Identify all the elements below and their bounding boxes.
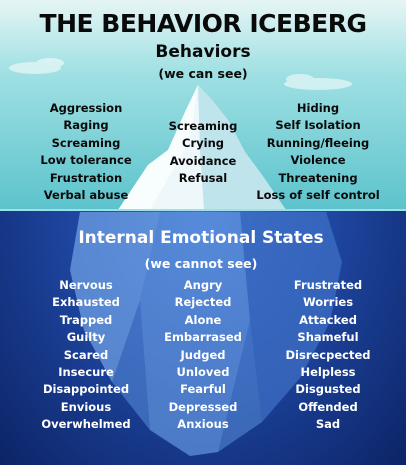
list-item: Embarrased xyxy=(164,330,242,345)
list-item: Offended xyxy=(298,399,358,414)
iceberg-tip-facet xyxy=(118,85,198,210)
list-item: Screaming xyxy=(51,135,121,150)
list-item: Anxious xyxy=(177,417,229,432)
iceberg-base-facet-center xyxy=(140,212,250,456)
list-item: Nervous xyxy=(59,278,113,292)
list-item: Avoidance xyxy=(169,153,237,168)
list-item: Hiding xyxy=(296,101,340,115)
list-item: Attacked xyxy=(299,312,357,327)
emotions-left-column: Nervous Exhausted Trapped Guilty Scared … xyxy=(41,277,130,434)
list-item: Disgusted xyxy=(295,382,361,397)
list-item: Low tolerance xyxy=(40,153,132,168)
list-item: Screaming xyxy=(168,119,238,133)
iceberg-base-body xyxy=(70,212,342,456)
list-item: Fearful xyxy=(180,382,226,397)
iceberg-tip-shade xyxy=(198,85,286,210)
list-item: Insecure xyxy=(58,365,114,380)
list-item: Depressed xyxy=(168,399,238,414)
list-item: Guilty xyxy=(66,330,106,345)
list-item: Rejected xyxy=(174,295,232,310)
cloud xyxy=(286,74,314,84)
emotional-states-heading: Internal Emotional States xyxy=(78,228,324,248)
list-item: Exhausted xyxy=(52,295,120,310)
list-item: Envious xyxy=(60,399,112,414)
list-item: Disappointed xyxy=(42,382,130,397)
list-item: Verbal abuse xyxy=(43,188,129,203)
list-item: Overwhelmed xyxy=(41,417,131,432)
list-item: Frustrated xyxy=(293,278,363,292)
list-item: Crying xyxy=(182,136,224,151)
list-item: Raging xyxy=(63,118,109,133)
list-item: Loss of self control xyxy=(256,188,380,203)
list-item: Helpless xyxy=(300,365,356,380)
list-item: Judged xyxy=(180,347,226,362)
cloud xyxy=(36,58,64,68)
list-item: Running/fleeing xyxy=(266,135,370,150)
behaviors-subheading: (we can see) xyxy=(158,66,248,81)
iceberg-base-facet-left xyxy=(70,212,160,382)
list-item: Aggression xyxy=(49,101,123,115)
list-item: Violence xyxy=(290,153,346,168)
list-item: Frustration xyxy=(49,170,123,185)
behaviors-left-column: Aggression Raging Screaming Low toleranc… xyxy=(40,100,131,204)
list-item: Shameful xyxy=(297,330,359,345)
behaviors-right-column: Hiding Self Isolation Running/fleeing Vi… xyxy=(256,100,379,204)
behaviors-center-column: Screaming Crying Avoidance Refusal xyxy=(169,118,238,188)
list-item: Disrecpected xyxy=(285,347,371,362)
list-item: Alone xyxy=(184,312,222,327)
list-item: Scared xyxy=(63,347,109,362)
list-item: Trapped xyxy=(59,312,113,327)
list-item: Threatening xyxy=(278,170,358,185)
list-item: Sad xyxy=(315,417,341,432)
list-item: Angry xyxy=(183,278,223,292)
behaviors-heading: Behaviors xyxy=(155,42,251,62)
emotions-right-column: Frustrated Worries Attacked Shameful Dis… xyxy=(286,277,371,434)
iceberg-base xyxy=(70,212,342,456)
list-item: Self Isolation xyxy=(275,118,361,133)
list-item: Worries xyxy=(302,295,354,310)
emotions-center-column: Angry Rejected Alone Embarrased Judged U… xyxy=(164,277,242,434)
list-item: Unloved xyxy=(176,365,230,380)
emotional-states-subheading: (we cannot see) xyxy=(144,256,258,271)
clouds xyxy=(9,58,352,90)
page-title: THE BEHAVIOR ICEBERG xyxy=(39,9,367,38)
iceberg-base-facet-right xyxy=(240,212,342,422)
iceberg-tip xyxy=(118,85,286,210)
list-item: Refusal xyxy=(178,171,228,186)
